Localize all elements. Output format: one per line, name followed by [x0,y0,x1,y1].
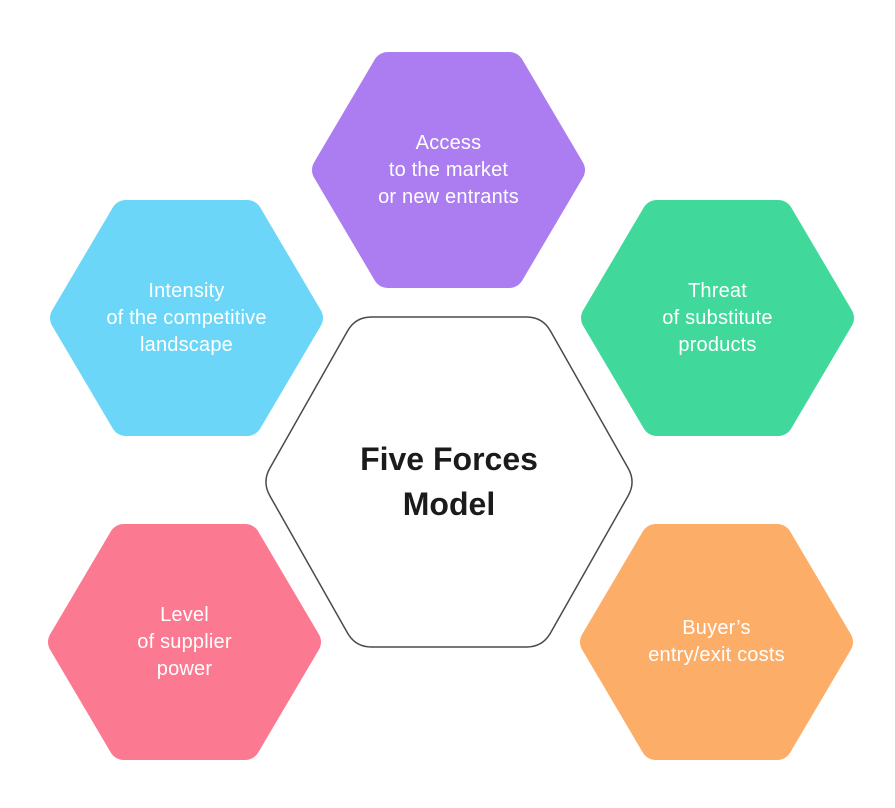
diagram-title: Five Forces Model [360,441,538,522]
hexagon-shape-substitute-threat [581,200,854,436]
hexagon-label-substitute-threat: Threat of substitute products [662,279,773,356]
hexagon-shape-access-to-market [312,52,585,288]
hexagon-access-to-market: Access to the market or new entrants [312,52,585,288]
hexagon-shape-competitive-intensity [50,200,323,436]
hexagon-fill-access-to-market [312,52,585,288]
hexagon-label-supplier-power: Level of supplier power [137,603,232,680]
hexagon-fill-substitute-threat [581,200,854,436]
hexagon-shape-buyer-costs [580,524,853,760]
hexagon-competitive-intensity: Intensity of the competitive landscape [50,200,323,436]
hexagon-substitute-threat: Threat of substitute products [581,200,854,436]
hexagon-shape-supplier-power [48,524,321,760]
hexagon-shape-center [265,316,633,648]
hexagon-outline-center [265,316,633,648]
hexagon-fill-competitive-intensity [50,200,323,436]
hexagon-supplier-power: Level of supplier power [48,524,321,760]
hexagon-center-title: Five Forces Model [262,316,636,648]
hexagon-label-access-to-market: Access to the market or new entrants [378,131,519,208]
hexagon-fill-supplier-power [48,524,321,760]
hexagon-label-competitive-intensity: Intensity of the competitive landscape [106,279,267,356]
hexagon-buyer-costs: Buyer’s entry/exit costs [580,524,853,760]
hexagon-fill-buyer-costs [580,524,853,760]
hexagon-label-buyer-costs: Buyer’s entry/exit costs [648,617,785,666]
